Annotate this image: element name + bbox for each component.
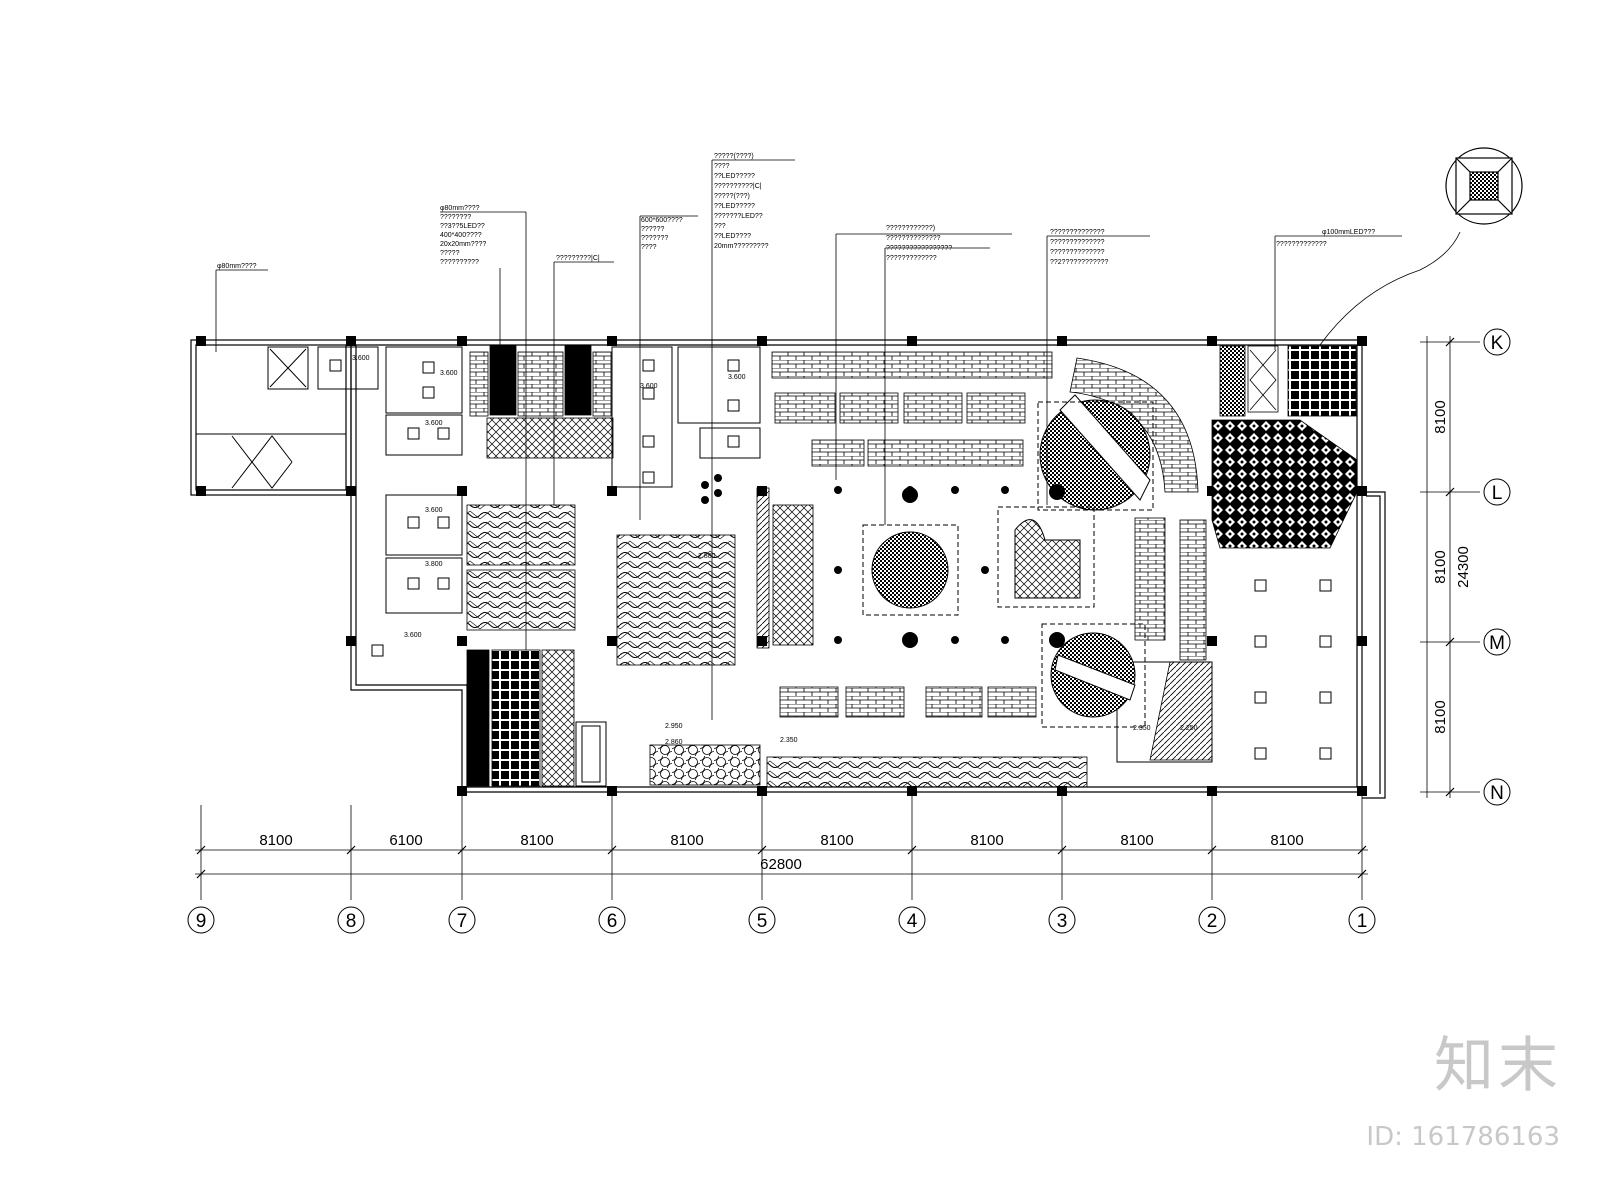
callout-1-line-1: ???????? — [440, 214, 471, 221]
callout-4-line-8: ??LED???? — [714, 233, 751, 240]
elev-4: 3.600 — [640, 383, 658, 390]
axis-bubbles-bottom — [187, 906, 1376, 934]
dim-right-1: 8100 — [1432, 400, 1449, 433]
dimension-ticks — [196, 337, 1455, 879]
callout-1-line-0: φ80mm???? — [440, 205, 480, 212]
elev-5: 3.600 — [728, 374, 746, 381]
detail-bubble — [1445, 147, 1523, 225]
elev-7: 3.600 — [425, 507, 443, 514]
callout-leaders — [215, 159, 1461, 720]
axis-1: 1 — [1357, 911, 1368, 932]
bottom-dimensions: 8100 6100 8100 8100 8100 8100 8100 8100 … — [259, 832, 1303, 873]
watermark-brand: 知末 — [1434, 1031, 1562, 1101]
spot-lights — [701, 474, 1065, 648]
callout-1-line-4: 20x20mm???? — [440, 241, 486, 248]
dim-2: 6100 — [389, 832, 422, 849]
elev-1: 3.600 — [352, 355, 370, 362]
callout-3-line-2: ??????? — [641, 235, 668, 242]
dim-8: 8100 — [1270, 832, 1303, 849]
axis-3: 3 — [1057, 911, 1068, 932]
callout-3-line-0: 600*600???? — [641, 217, 683, 224]
axis-8: 8 — [346, 911, 357, 932]
callout-1-line-3: 400*400???? — [440, 232, 482, 239]
elevation-marks: 3.600 3.600 3.600 3.600 3.600 3.800 3.60… — [352, 355, 1198, 746]
dim-right-3: 8100 — [1432, 700, 1449, 733]
callout-5-line-1: ?????????????? — [886, 235, 941, 242]
watermark-id: ID: 161786163 — [1366, 1122, 1560, 1152]
elev-10: 2.950 — [665, 723, 683, 730]
callout-texts: φ80mm???? φ80mm???? ???????? ??3??5LED??… — [217, 153, 1375, 270]
right-dimensions: 8100 8100 8100 24300 — [1432, 400, 1472, 733]
elev-11: 2.350 — [780, 737, 798, 744]
callout-1-line-5: ????? — [440, 250, 460, 257]
light-fixtures — [329, 359, 1332, 760]
axis-bubbles-right — [1483, 328, 1511, 806]
callout-0-line-0: φ80mm???? — [217, 263, 257, 270]
elev-14: 2.860 — [665, 739, 683, 746]
axis-N: N — [1490, 783, 1504, 804]
axis-labels-right: K L M N — [1489, 333, 1505, 804]
callout-4-line-6: ???????LED?? — [714, 213, 763, 220]
elev-9: 2.880 — [698, 553, 716, 560]
axis-2: 2 — [1207, 911, 1218, 932]
callout-7-line-1: ????????????? — [1276, 241, 1327, 248]
elev-6: 3.800 — [425, 561, 443, 568]
callout-5-line-3: ????????????? — [886, 255, 937, 262]
elev-12: 2.250 — [1180, 725, 1198, 732]
structural-columns — [196, 336, 1367, 796]
ceiling-finishes — [466, 344, 1358, 788]
callout-4-line-7: ??? — [714, 223, 726, 230]
callout-6-line-0: ?????????????? — [1050, 229, 1105, 236]
axis-5: 5 — [757, 911, 768, 932]
dim-6: 8100 — [970, 832, 1003, 849]
callout-4-line-4: ?????(???) — [714, 193, 750, 200]
callout-6-line-1: ?????????????? — [1050, 239, 1105, 246]
axis-L: L — [1492, 483, 1503, 504]
callout-4-line-1: ???? — [714, 163, 730, 170]
callout-3-line-3: ???? — [641, 244, 657, 251]
axis-K: K — [1491, 333, 1504, 354]
callout-7-line-0: φ100mmLED??? — [1322, 229, 1375, 236]
feature-circles — [862, 394, 1154, 728]
axis-4: 4 — [907, 911, 918, 932]
elev-3: 3.600 — [425, 420, 443, 427]
callout-4-line-0: ?????(????) — [714, 153, 754, 160]
callout-4-line-3: ??????????|C| — [714, 183, 762, 190]
callout-4-line-5: ??LED????? — [714, 203, 755, 210]
callout-5-line-2: ????????????????? — [886, 245, 952, 252]
dim-1: 8100 — [259, 832, 292, 849]
axis-labels-bottom: 9 8 7 6 5 4 3 2 1 — [196, 911, 1368, 932]
elev-13: 2.350 — [1133, 725, 1151, 732]
callout-3-line-1: ?????? — [641, 226, 664, 233]
dim-right-2: 8100 — [1432, 550, 1449, 583]
dim-3: 8100 — [520, 832, 553, 849]
callout-4-line-2: ??LED????? — [714, 173, 755, 180]
elev-8: 3.600 — [404, 632, 422, 639]
callout-4-line-9: 20mm????????? — [714, 243, 769, 250]
axis-9: 9 — [196, 911, 207, 932]
callout-1-line-6: ?????????? — [440, 259, 479, 266]
dim-4: 8100 — [670, 832, 703, 849]
dim-total-right: 24300 — [1455, 546, 1472, 588]
axis-M: M — [1489, 633, 1505, 654]
axis-7: 7 — [457, 911, 468, 932]
callout-5-line-0: ????????????) — [886, 225, 935, 232]
callout-1-line-2: ??3??5LED?? — [440, 223, 485, 230]
dim-total-bottom: 62800 — [760, 856, 802, 873]
callout-2-line-0: ?????????|C| — [556, 255, 600, 262]
callout-6-line-3: ??2???????????? — [1050, 259, 1109, 266]
dim-7: 8100 — [1120, 832, 1153, 849]
dim-5: 8100 — [820, 832, 853, 849]
elev-2: 3.600 — [440, 370, 458, 377]
callout-6-line-2: ?????????????? — [1050, 249, 1105, 256]
axis-6: 6 — [607, 911, 618, 932]
